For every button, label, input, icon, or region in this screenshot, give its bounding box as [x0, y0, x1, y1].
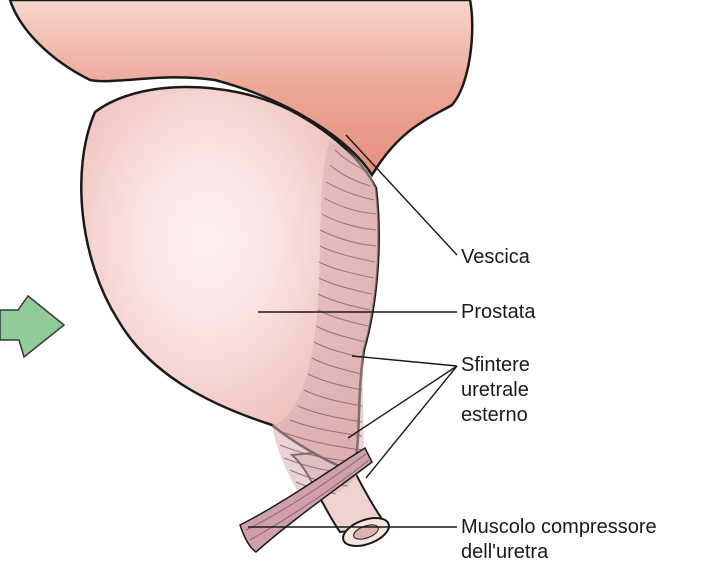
- leader-line-sfintere-3: [366, 366, 457, 478]
- label-sfintere-line-1: Sfintere: [461, 353, 530, 378]
- label-sfintere-line-2: uretrale: [461, 378, 530, 403]
- label-sfintere-uretrale-esterno: Sfintere uretrale esterno: [461, 353, 530, 428]
- label-prostata: Prostata: [461, 300, 535, 325]
- leader-line-sfintere-2: [348, 366, 457, 438]
- label-muscolo-line-1: Muscolo compressore: [461, 515, 657, 540]
- label-muscolo-compressore: Muscolo compressore dell'uretra: [461, 515, 657, 565]
- label-vescica: Vescica: [461, 245, 530, 270]
- label-prostata-text: Prostata: [461, 300, 535, 325]
- label-sfintere-line-3: esterno: [461, 403, 530, 428]
- label-vescica-text: Vescica: [461, 245, 530, 270]
- label-muscolo-line-2: dell'uretra: [461, 540, 657, 565]
- leader-line-sfintere-1: [352, 356, 457, 366]
- green-arrow-icon: [0, 296, 64, 357]
